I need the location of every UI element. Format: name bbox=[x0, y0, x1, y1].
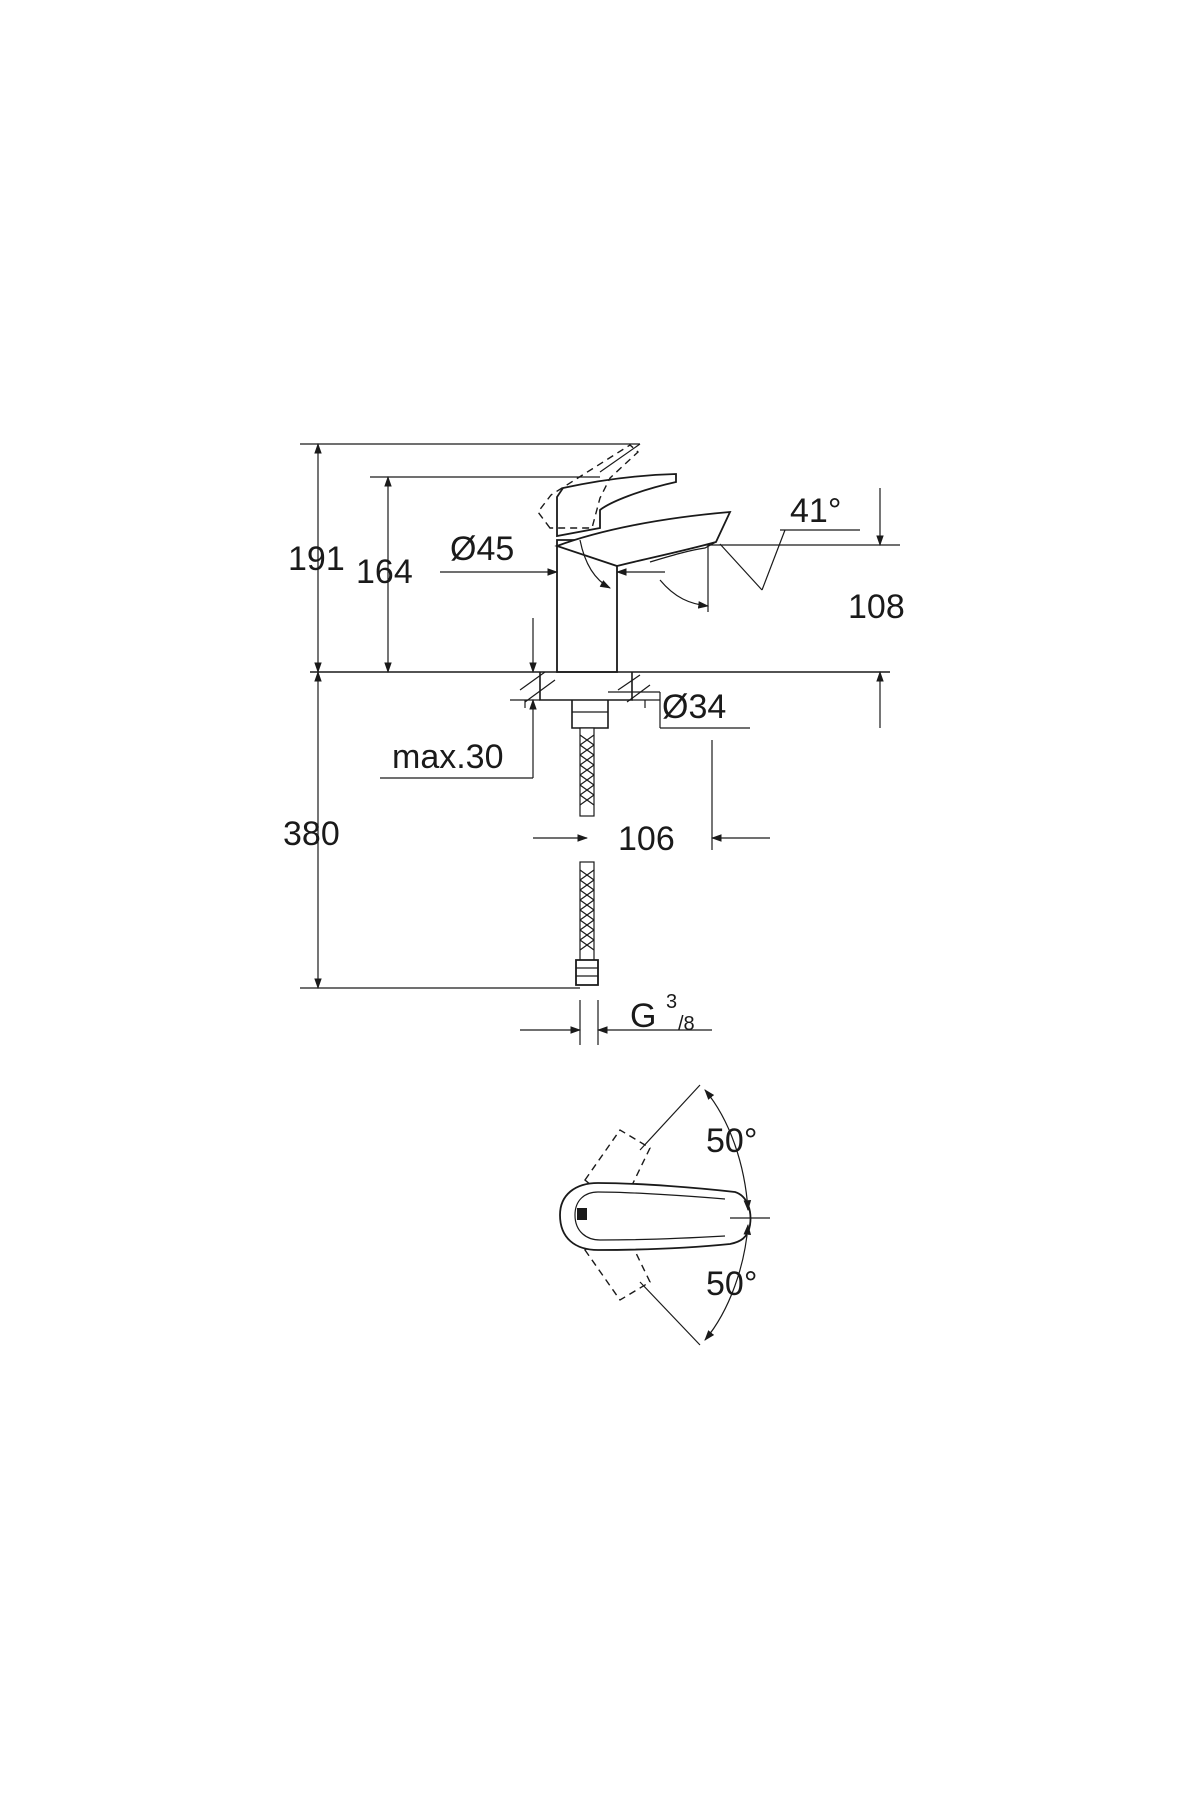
base-plate bbox=[539, 672, 633, 701]
supply-hose-upper bbox=[579, 727, 595, 817]
dim-max-deck: max.30 bbox=[392, 738, 504, 776]
mounting-nut bbox=[571, 700, 609, 729]
dimension-labels: 191 164 Ø45 41° 108 Ø34 max.30 380 106 G… bbox=[283, 492, 905, 1303]
faucet-top-view bbox=[559, 1084, 770, 1346]
dim-hose-length: 380 bbox=[283, 815, 340, 853]
faucet-spout bbox=[554, 510, 732, 567]
dim-body-diameter: Ø45 bbox=[450, 530, 514, 568]
dim-overall-height: 191 bbox=[288, 540, 345, 578]
dim-spout-height: 164 bbox=[356, 553, 413, 591]
hose-braid bbox=[579, 734, 595, 951]
dim-hole-diameter: Ø34 bbox=[662, 688, 726, 726]
faucet-side-view bbox=[310, 444, 890, 986]
lever-arc bbox=[579, 539, 611, 589]
faucet-lever bbox=[556, 473, 677, 538]
dim-rotation-bottom: 50° bbox=[706, 1265, 757, 1303]
dim-outlet-height: 108 bbox=[848, 588, 905, 626]
hose-fitting bbox=[575, 959, 599, 986]
spout-angle-arc bbox=[659, 579, 710, 609]
top-view-marker bbox=[577, 1208, 587, 1220]
dim-thread-sub: /8 bbox=[678, 1013, 695, 1035]
dim-spout-reach: 106 bbox=[618, 820, 675, 858]
dim-thread: G bbox=[630, 997, 656, 1035]
spout-outlet bbox=[649, 541, 717, 563]
dim-thread-sup: 3 bbox=[666, 991, 677, 1013]
dimension-lines bbox=[300, 442, 900, 1045]
lever-raised-outline bbox=[537, 444, 640, 529]
dim-spout-angle: 41° bbox=[790, 492, 841, 530]
dim-rotation-top: 50° bbox=[706, 1122, 757, 1160]
